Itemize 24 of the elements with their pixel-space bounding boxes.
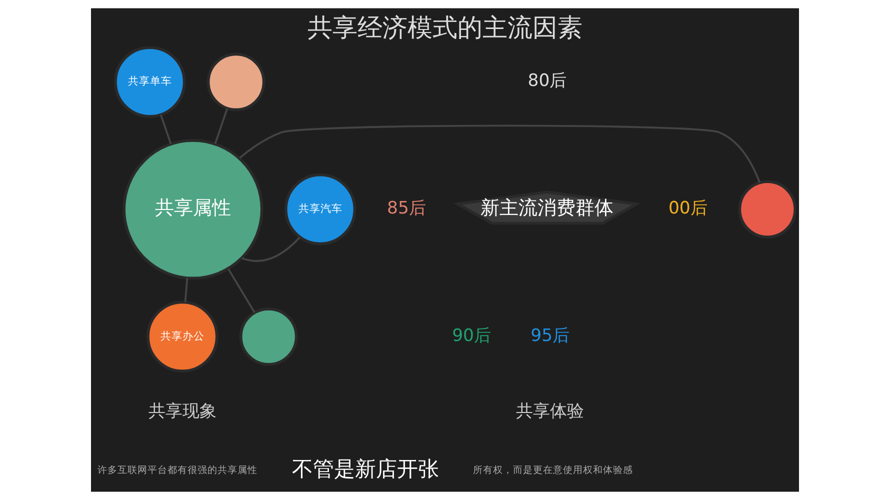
connector [214, 108, 228, 144]
node-circle: 共享单车 [113, 46, 186, 118]
label: 95后 [530, 326, 570, 346]
label: 共享现象 [148, 401, 216, 422]
label: 85后 [386, 198, 426, 219]
connector [184, 278, 188, 302]
node-circle [238, 307, 298, 366]
node-circle: 共享属性 [122, 138, 263, 280]
connector [238, 124, 760, 183]
label: 90后 [452, 326, 491, 346]
node-circle: 共享汽车 [284, 173, 356, 246]
node-circle [738, 180, 796, 238]
label: 共享体验 [516, 401, 584, 422]
label: 80后 [527, 71, 566, 92]
label: 不管是新店开张 [291, 456, 438, 482]
connector [240, 236, 300, 262]
node-circle: 共享办公 [146, 300, 218, 373]
label: 00后 [668, 198, 707, 219]
node-circle [206, 52, 265, 112]
connector [227, 268, 255, 313]
connector [159, 114, 172, 144]
label: 许多互联网平台都有很强的共享属性 [97, 465, 258, 476]
label: 所有权，而是更在意使用权和体验感 [472, 465, 632, 476]
diagram-title: 共享经济模式的主流因素 [307, 12, 582, 42]
